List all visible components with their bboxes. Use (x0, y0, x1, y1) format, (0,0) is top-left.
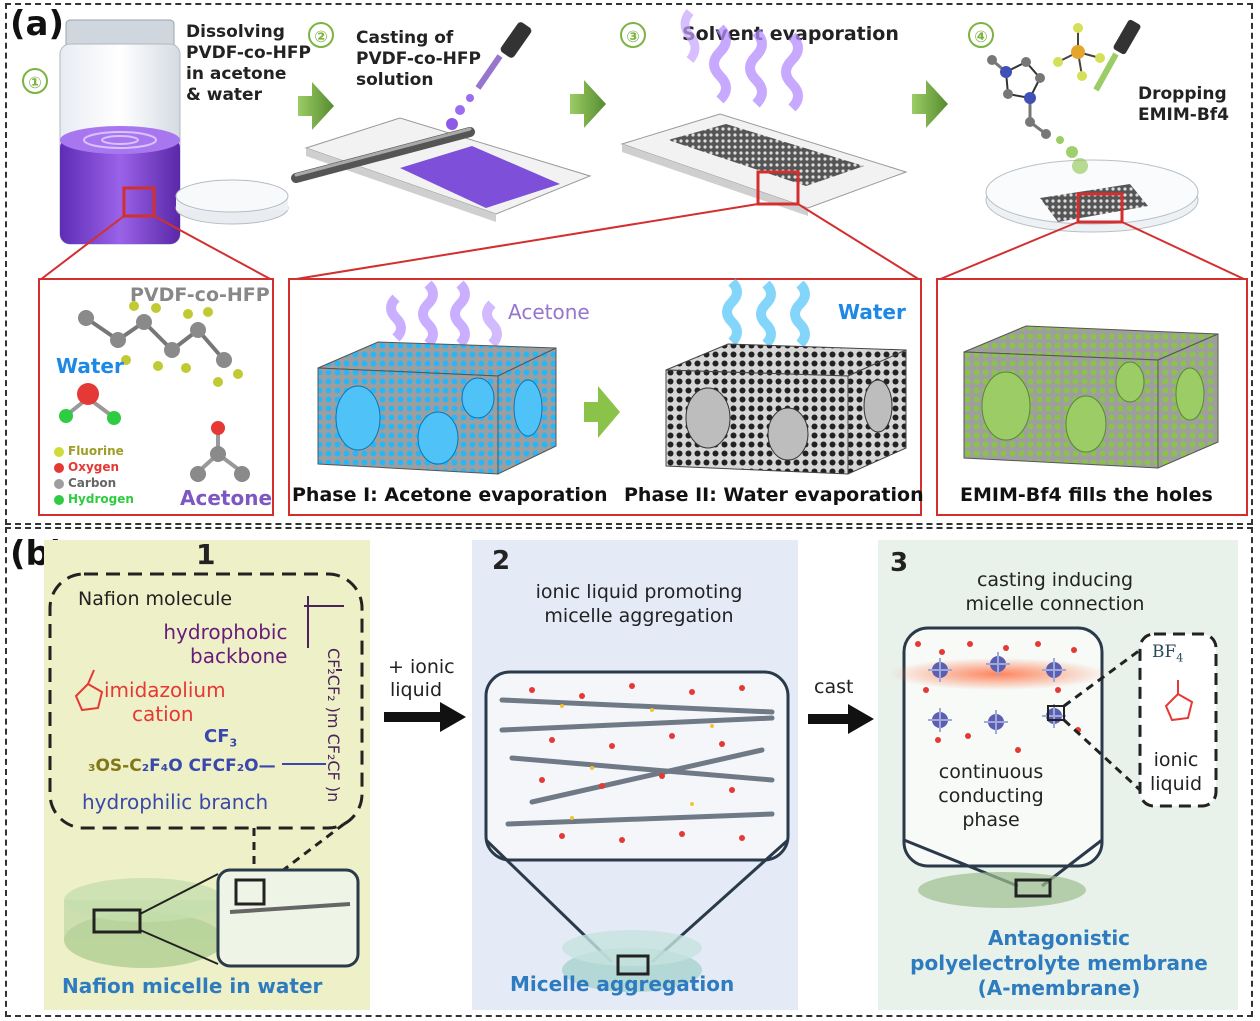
acetone-label: Acetone (180, 486, 273, 510)
step-4-caption: Dropping EMIM-Bf4 (1138, 84, 1230, 125)
jar-icon (59, 19, 181, 245)
branch-label: hydrophilic branch (82, 790, 269, 814)
phase-acetone-label: Acetone (508, 300, 590, 324)
backbone-bracket-icon (304, 596, 344, 671)
step-3-number: ③ (620, 22, 646, 48)
conducting-phase-label: continuous conducting phase (938, 761, 1044, 831)
step-1-number: ① (22, 68, 48, 94)
step-4-number: ④ (968, 22, 994, 48)
step-2-caption: Micelle aggregation (510, 972, 735, 996)
legend-oxygen: Oxygen (68, 460, 120, 474)
step-1-num: 1 (196, 538, 216, 571)
svg-text:CF₂CF₂ )m CF₂CF )n: CF₂CF₂ )m CF₂CF )n (324, 648, 343, 802)
step-2-caption: Casting of PVDF-co-HFP solution (356, 28, 481, 90)
step-3-num: 3 (890, 548, 909, 578)
step-2-number: ② (308, 22, 334, 48)
legend-carbon-dot (54, 479, 64, 489)
ionic-liquid-label: ionic liquid (1150, 749, 1202, 795)
legend-fluorine: Fluorine (68, 444, 124, 458)
evaporation-plate-icon (620, 9, 908, 216)
casting-plate-icon (291, 22, 592, 222)
arrow-1-label: + ionic liquid (388, 656, 455, 701)
step-3-diagram (888, 626, 1218, 908)
arrow-2-label: cast (814, 676, 854, 698)
legend-carbon: Carbon (68, 476, 117, 490)
step-2-diagram (484, 670, 790, 992)
legend-hydrogen-dot (54, 495, 64, 505)
panel-a (5, 3, 1253, 525)
phase-diagram (317, 278, 907, 475)
bf4-molecule-icon (1053, 23, 1105, 81)
step-1-diagram: CF₂CF₂ )m CF₂CF )n (48, 572, 364, 968)
fill-caption: EMIM-Bf4 fills the holes (960, 484, 1213, 506)
nafion-title: Nafion molecule (78, 588, 233, 610)
backbone-label: hydrophobic backbone (163, 620, 288, 668)
phase-1-caption: Phase I: Acetone evaporation (292, 484, 608, 506)
step-1-caption: Dissolving PVDF-co-HFP in acetone & wate… (186, 22, 311, 105)
formula-cf3: CF3 (204, 726, 238, 750)
cation-label: imidazolium cation (104, 678, 226, 726)
green-arrow-3-icon (912, 80, 948, 128)
acetone-molecule-icon (190, 421, 250, 482)
step-3-title: casting inducing micelle connection (965, 569, 1145, 615)
legend-fluorine-dot (54, 447, 64, 457)
black-arrow-1-icon (384, 702, 466, 732)
imidazolium-ring-icon (74, 669, 104, 712)
phase-water-label: Water (838, 300, 906, 324)
step-2-num: 2 (492, 546, 511, 576)
green-arrow-2-icon (570, 80, 606, 128)
filled-block-diagram (963, 325, 1219, 469)
petri-dish-icon (985, 19, 1199, 233)
formula-chain: ₃OS-C₂F₄O CFCF₂O— (88, 756, 276, 776)
step-1-caption: Nafion micelle in water (62, 974, 323, 998)
black-arrow-2-icon (808, 704, 874, 734)
legend-oxygen-dot (54, 463, 64, 473)
imidazolium-icon (1164, 680, 1194, 722)
step-2-title: ionic liquid promoting micelle aggregati… (535, 581, 743, 627)
emim-molecule-icon (987, 55, 1051, 139)
panel-b (5, 527, 1253, 1017)
water-molecule-icon (59, 383, 121, 425)
molecule-diagram (54, 301, 250, 505)
step-3-caption: Antagonistic polyelectrolyte membrane (A… (910, 926, 1208, 1000)
step-3-caption: Solvent evaporation (682, 23, 899, 45)
anion-label: BF4 (1152, 642, 1184, 665)
water-label: Water (56, 354, 124, 378)
polymer-label: PVDF-co-HFP (130, 284, 270, 306)
jar-lid-icon (175, 179, 289, 225)
panel-a-label: (a) (10, 4, 65, 44)
phase-2-caption: Phase II: Water evaporation (624, 484, 924, 506)
top-illustrations (39, 9, 1247, 281)
green-arrow-1-icon (298, 82, 334, 130)
legend-hydrogen: Hydrogen (68, 492, 134, 506)
zoom-connectors (39, 203, 1247, 281)
